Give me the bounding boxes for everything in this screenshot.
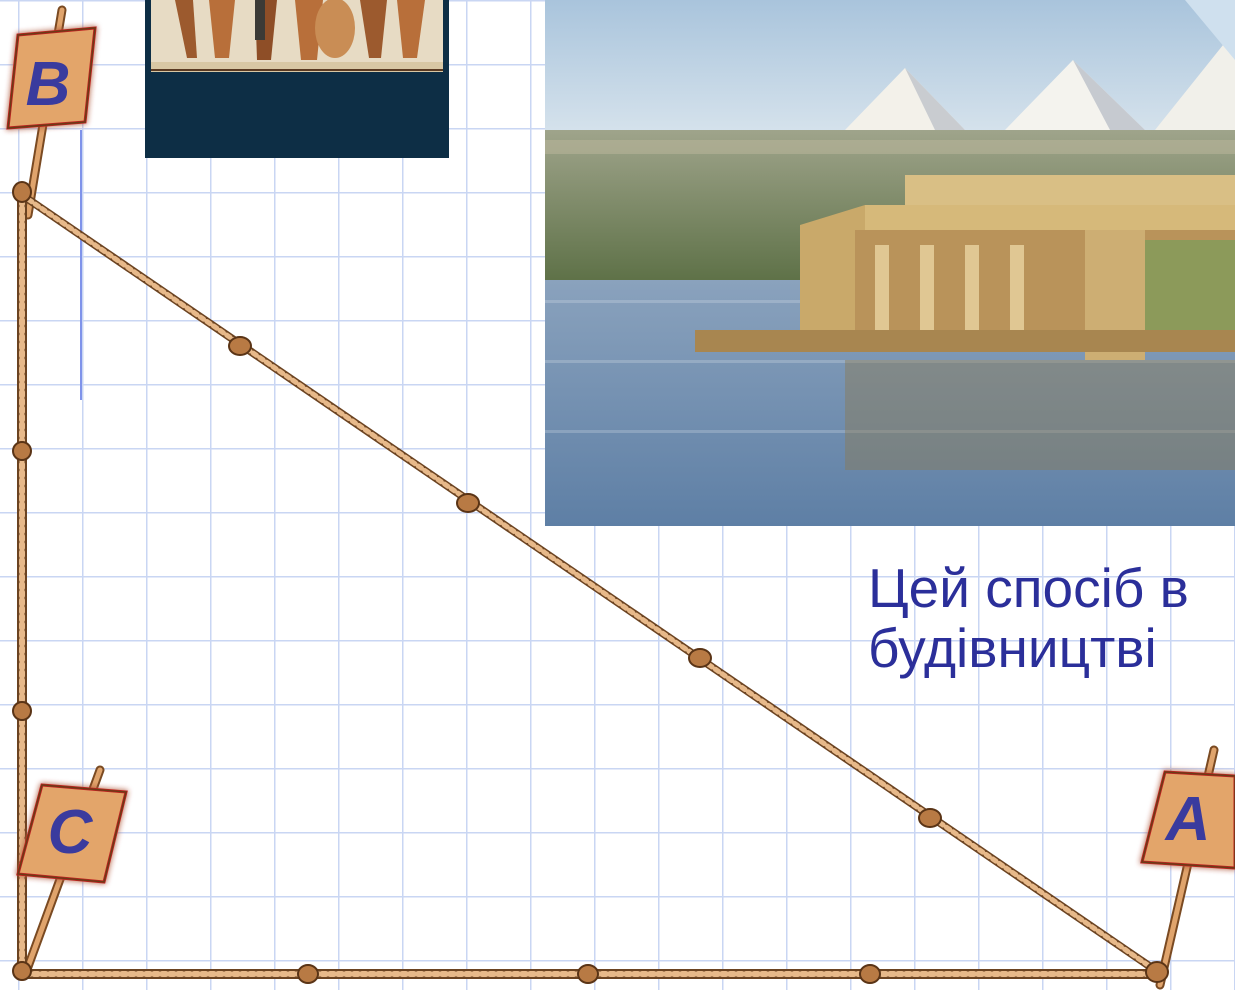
knot: [12, 441, 32, 461]
knot: [688, 648, 712, 668]
rope-knots: [12, 181, 1169, 984]
caption: Цей спосіб в будівництві: [868, 558, 1235, 678]
knot: [12, 961, 32, 981]
knot: [859, 964, 881, 984]
vertex-label-a: A: [1164, 785, 1211, 854]
rope-hypotenuse: [18, 191, 1162, 976]
knot: [918, 808, 942, 828]
knot: [12, 181, 32, 203]
sign-a: [1140, 770, 1235, 870]
vertical-guide-line: [80, 130, 82, 400]
knot: [456, 493, 480, 513]
caption-line-1: Цей спосіб в: [868, 557, 1189, 619]
vertex-label-c: C: [48, 798, 94, 867]
knot: [577, 964, 599, 984]
knot: [297, 964, 319, 984]
vertex-label-b: B: [26, 50, 71, 119]
caption-line-2: будівництві: [868, 617, 1157, 679]
knot: [228, 336, 252, 356]
knot: [1145, 961, 1169, 983]
sign-b: [6, 26, 97, 130]
nile-temple-pyramids-image: [545, 0, 1235, 526]
egyptian-fresco-image: [145, 0, 449, 158]
knot: [12, 701, 32, 721]
sign-c: [16, 783, 128, 884]
